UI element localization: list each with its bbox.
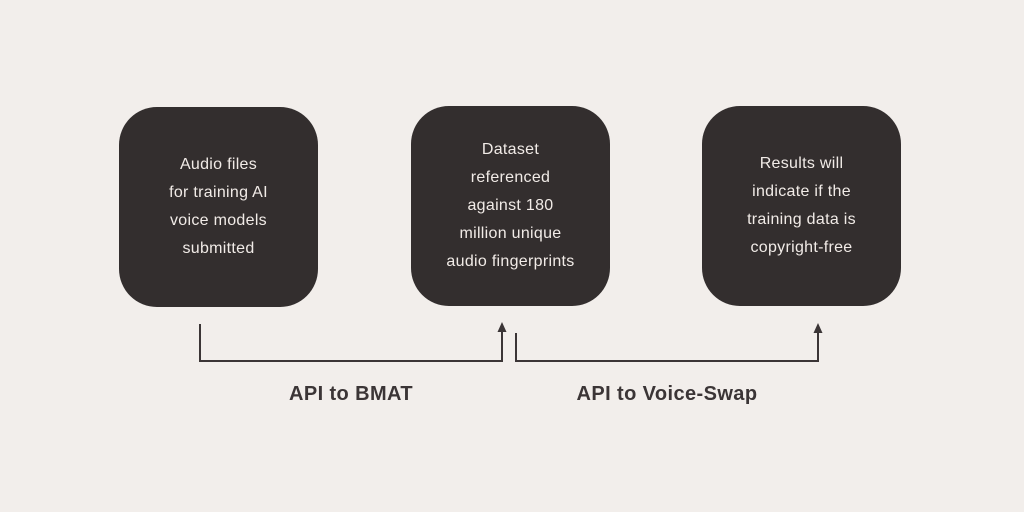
connector-arrow-bmat — [199, 322, 507, 362]
connector-label-bmat: API to BMAT — [288, 383, 413, 405]
flow-step-text: Results will indicate if the training da… — [747, 155, 856, 256]
connector-label-voice-swap: API to Voice-Swap — [576, 383, 758, 405]
flow-step-results-indicate: Results will indicate if the training da… — [702, 106, 901, 306]
connector-arrow-voice-swap — [515, 323, 823, 362]
flow-step-dataset-referenced: Dataset referenced against 180 million u… — [411, 106, 610, 306]
flow-step-audio-submitted: Audio files for training AI voice models… — [119, 107, 318, 307]
flow-step-text: Dataset referenced against 180 million u… — [446, 141, 575, 270]
flow-step-text: Audio files for training AI voice models… — [169, 156, 268, 257]
